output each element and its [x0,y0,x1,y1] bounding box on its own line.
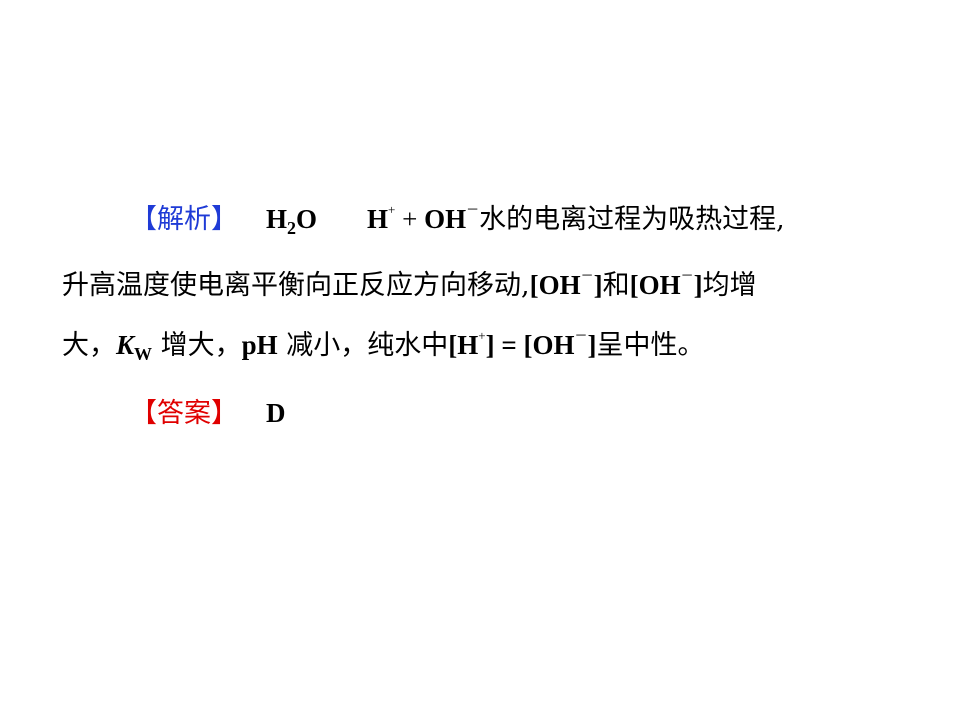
analysis-line-3: 大，KW 增大，pH 减小，纯水中[H+] = [OH－]呈中性。 [62,316,704,374]
analysis-line-2: 升高温度使电离平衡向正反应方向移动,[OH－]和[OH－]均增 [62,256,757,306]
analysis-text-2b: 均增 [702,270,757,301]
answer-line: 【答案】 D [130,393,286,434]
answer-label: 【答案】 [130,398,238,429]
analysis-text-3a: 大， [62,330,116,361]
ph-symbol: pH [241,330,278,360]
kw-symbol: KW [116,330,153,364]
plus-sign: + [395,204,425,234]
hydroxide-ion: OH－ [424,202,480,234]
water-formula: H2O [266,204,318,238]
analysis-text-3c: 减小，纯水中 [286,330,449,361]
neutral-equation: [H+] = [OH－] [448,328,597,360]
hydroxide-conc-1: [OH－] [529,268,603,300]
hydrogen-ion: H+ [367,202,396,234]
analysis-text-3b: 增大， [160,330,242,361]
analysis-text-3d: 呈中性。 [596,330,705,361]
analysis-line-1: 【解析】 H2O H+ + OH－水的电离过程为吸热过程, [130,190,785,248]
hydroxide-conc-2: [OH－] [629,268,703,300]
answer-value: D [266,398,286,428]
analysis-text-2a: 升高温度使电离平衡向正反应方向移动, [62,270,530,301]
analysis-label: 【解析】 [130,204,238,235]
and-text: 和 [602,270,630,301]
analysis-text-1: 水的电离过程为吸热过程, [479,204,785,235]
